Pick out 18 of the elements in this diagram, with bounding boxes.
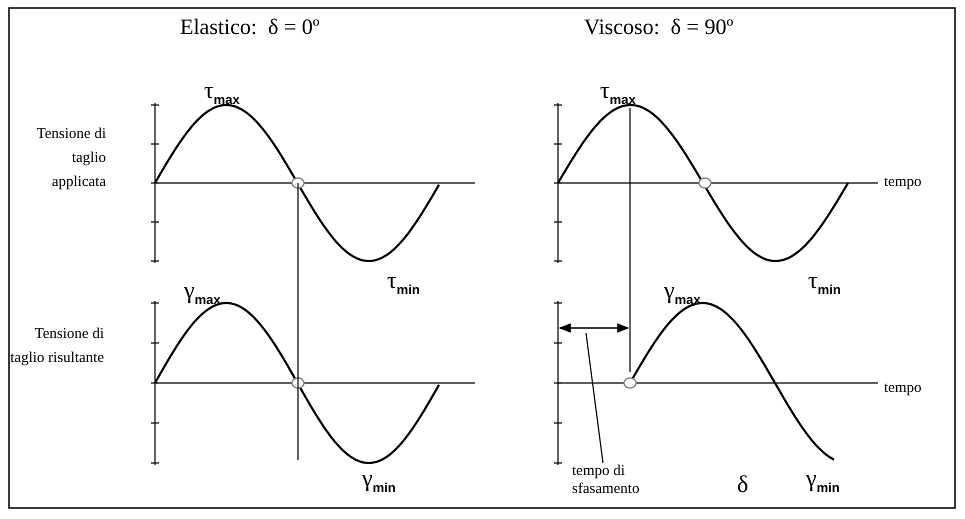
axis-label: Tensione di taglio risultante xyxy=(9,325,104,368)
symbol-label: τ$_{min}$ xyxy=(387,268,420,297)
dimension-line xyxy=(558,323,630,333)
symbol-label: γ$_{max}$ xyxy=(184,278,221,307)
symbol-label: γ$_{min}$ xyxy=(362,466,396,495)
annotation-text: tempo di sfasamento xyxy=(572,462,672,498)
axis-label: tempo xyxy=(884,174,922,191)
leader-line xyxy=(585,332,604,464)
axis-label: tempo xyxy=(884,380,922,397)
symbol-label: δ xyxy=(737,472,748,499)
symbol-label: τ$_{min}$ xyxy=(808,268,841,297)
axis-label: Tensione di taglio applicata xyxy=(36,125,106,192)
panel-title: Viscoso: δ = 90º xyxy=(584,14,734,40)
symbol-label: γ$_{max}$ xyxy=(664,278,701,307)
symbol-label: τ$_{max}$ xyxy=(600,78,636,107)
panel-title: Elastico: δ = 0º xyxy=(180,14,320,40)
symbol-label: τ$_{max}$ xyxy=(204,78,240,107)
symbol-label: γ$_{min}$ xyxy=(806,466,840,495)
